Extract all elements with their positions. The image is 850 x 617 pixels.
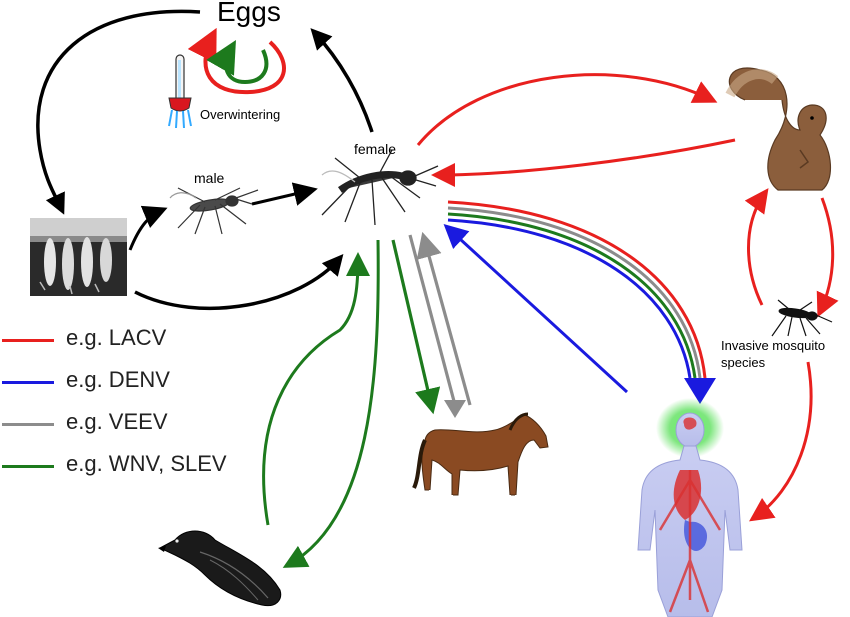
larvae-icon — [30, 218, 127, 296]
human-to-female-blue-arrow — [443, 223, 629, 394]
male-mosquito-icon — [169, 187, 259, 235]
male-label: male — [194, 170, 225, 186]
thermometer-icon — [168, 54, 192, 129]
squirrel-icon — [725, 67, 832, 191]
female-to-crow-green-arrow — [282, 239, 380, 568]
female-to-eggs-arrow — [310, 28, 374, 133]
legend-swatch-wnv — [2, 465, 54, 468]
female-to-squirrel-red-arrow — [416, 73, 718, 146]
legend-label-denv: e.g. DENV — [66, 367, 170, 392]
female-to-human-green-arrow — [447, 212, 697, 379]
larvae-to-male-arrow — [128, 205, 168, 251]
horse-to-female-gray-arrow — [416, 231, 472, 406]
female-to-horse-green-arrow — [391, 239, 441, 415]
female-to-human-gray-arrow — [447, 206, 702, 379]
female-mosquito-icon — [321, 149, 439, 226]
larvae-to-female-arrow — [134, 254, 344, 310]
invasive-to-squirrel-red-arrow — [744, 188, 769, 306]
horse-icon — [412, 412, 549, 500]
legend-label-veev: e.g. VEEV — [66, 409, 168, 434]
overwintering-label: Overwintering — [200, 107, 281, 122]
horse-gray-arrowhead — [444, 400, 466, 418]
bundle-arrowhead — [684, 378, 716, 404]
invasive-to-human-red-arrow — [749, 361, 813, 522]
crow-to-female-green-arrow — [262, 252, 370, 526]
squirrel-to-invasive-red-arrow — [816, 197, 839, 318]
female-to-human-red-arrow — [447, 200, 707, 379]
male-to-female-arrow — [251, 182, 318, 206]
legend-item-denv: e.g. DENV — [0, 367, 280, 397]
invasive-mosquito-icon — [771, 299, 833, 337]
legend-swatch-lacv — [2, 339, 54, 342]
human-body-icon — [637, 398, 743, 617]
female-to-human-blue-arrow — [447, 218, 692, 379]
legend-label-lacv: e.g. LACV — [66, 325, 167, 350]
legend-item-veev: e.g. VEEV — [0, 409, 280, 439]
crow-icon — [158, 530, 282, 607]
legend-swatch-denv — [2, 381, 54, 384]
female-label: female — [354, 141, 397, 157]
squirrel-to-female-red-arrow — [431, 138, 736, 187]
legend-label-wnv: e.g. WNV, SLEV — [66, 451, 227, 476]
female-to-horse-gray-arrow — [408, 234, 457, 406]
overwintering-green-cycle — [206, 40, 269, 85]
invasive-label-line1: Invasive mosquito — [721, 338, 826, 353]
eggs-label: Eggs — [217, 0, 281, 27]
overwintering-red-cycle — [187, 27, 286, 95]
legend-item-lacv: e.g. LACV — [0, 325, 280, 355]
legend-swatch-veev — [2, 423, 54, 426]
legend-item-wnv: e.g. WNV, SLEV — [0, 451, 280, 481]
eggs-to-larvae-arrow — [36, 9, 201, 215]
invasive-label-line2: species — [721, 355, 766, 370]
